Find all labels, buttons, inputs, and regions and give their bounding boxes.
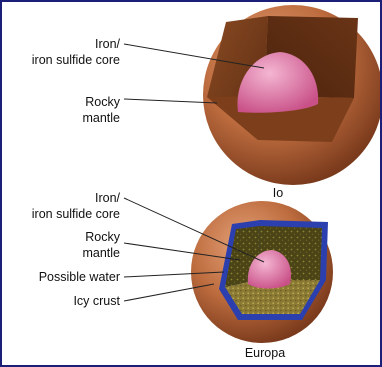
- io-core-label-line1: Iron/: [95, 37, 121, 51]
- io-core-label-line2: iron sulfide core: [32, 53, 120, 67]
- europa-globe: [191, 201, 333, 343]
- io-globe: [203, 5, 380, 185]
- europa-water-label: Possible water: [39, 270, 120, 284]
- io-mantle-label-line2: mantle: [82, 111, 120, 125]
- diagram-panel: Iron/ iron sulfide core Rocky mantle Io: [2, 2, 380, 365]
- interior-diagram: Iron/ iron sulfide core Rocky mantle Io: [2, 2, 380, 365]
- europa-name: Europa: [245, 346, 285, 360]
- io-mantle-label-line1: Rocky: [85, 95, 120, 109]
- io-mantle-leader: [124, 99, 217, 103]
- europa-mantle-label-line1: Rocky: [85, 230, 120, 244]
- io-name: Io: [273, 186, 283, 200]
- europa-core-label-line1: Iron/: [95, 191, 121, 205]
- europa-core-label-line2: iron sulfide core: [32, 207, 120, 221]
- europa-mantle-label-line2: mantle: [82, 246, 120, 260]
- europa-crust-label: Icy crust: [73, 294, 120, 308]
